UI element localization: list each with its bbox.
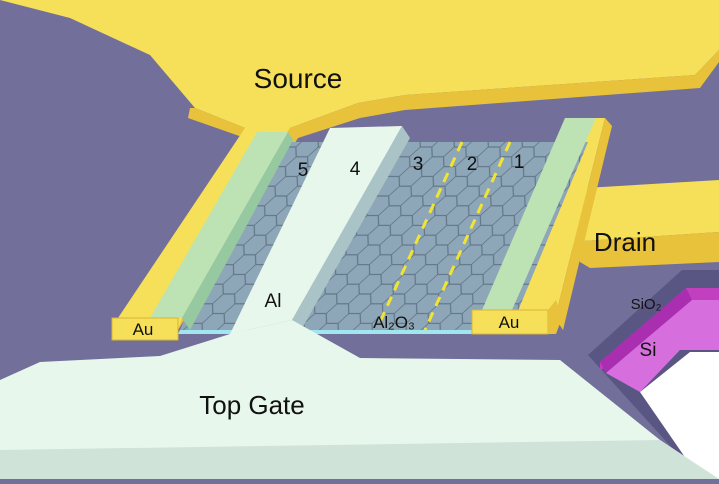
au-pad-left	[111, 317, 182, 341]
drain-arm-side	[555, 118, 612, 330]
top-gate-pad	[0, 320, 719, 479]
region-label-4: 4	[350, 159, 361, 180]
source-bevel	[188, 108, 245, 138]
label-al: Al	[265, 291, 282, 312]
substrate-sio2-layer	[600, 288, 692, 373]
source-electrode	[0, 0, 719, 138]
top-gate-side	[292, 126, 410, 332]
left-contact-side	[182, 132, 293, 330]
right-contact-top	[482, 118, 596, 310]
source-side-face	[245, 50, 719, 138]
top-gate-finger	[230, 126, 402, 334]
label-al2o3: Al₂O₃	[373, 313, 415, 332]
region-label-5: 5	[298, 160, 309, 181]
region-label-2: 2	[467, 154, 478, 175]
label-source: Source	[254, 63, 343, 94]
label-au-left: Au	[133, 320, 154, 339]
label-drain: Drain	[594, 227, 656, 257]
drain-top-face	[568, 180, 719, 242]
substrate-si-layer	[606, 300, 719, 392]
label-top-gate: Top Gate	[199, 390, 305, 420]
substrate-white	[640, 352, 719, 479]
region-label-1: 1	[514, 152, 525, 173]
region-label-3: 3	[413, 154, 424, 175]
left-contact-top	[150, 132, 288, 318]
au-left-front	[111, 317, 179, 341]
label-au-right: Au	[499, 313, 520, 332]
label-sio2: SiO₂	[631, 296, 662, 313]
label-si: Si	[640, 340, 657, 361]
top-gate	[0, 126, 719, 479]
drain-side-face	[568, 232, 719, 268]
substrate-corner	[588, 270, 719, 479]
au-pad-right	[471, 300, 562, 335]
graphene-edge	[178, 330, 510, 334]
au-right-side	[548, 300, 562, 334]
source-top-face	[0, 0, 719, 128]
boundary-dash-1	[423, 141, 512, 331]
top-gate-pad-side	[0, 440, 719, 479]
